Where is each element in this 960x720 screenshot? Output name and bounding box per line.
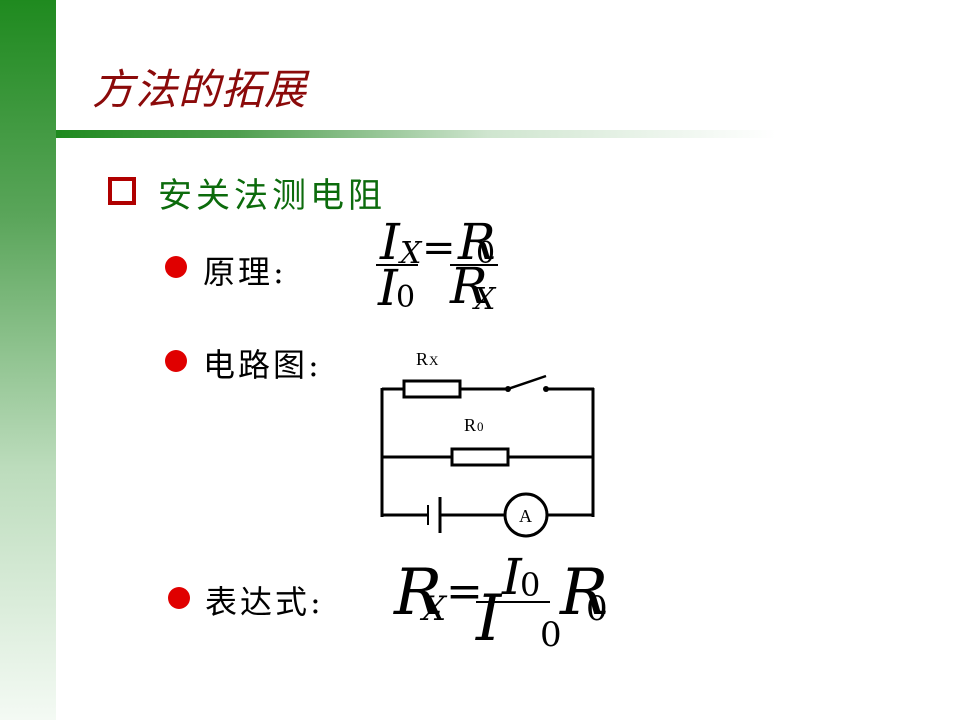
circuit-diagram: R X R 0 A [380, 349, 595, 538]
side-decoration-bar [0, 0, 56, 720]
formula-num-right-sub: 0 [476, 236, 495, 271]
bullet-dot-icon [165, 350, 187, 372]
expr-den-sub: 0 [540, 615, 562, 655]
formula-den-right-sub: X [472, 282, 497, 317]
rx-label-main: R [416, 349, 428, 369]
square-bullet-icon [108, 177, 136, 205]
section-heading: 安关法测电阻 [158, 176, 386, 216]
r0-label-sub: 0 [477, 419, 484, 434]
principle-formula: I X = R 0 I 0 R X [376, 213, 498, 317]
expr-num-main: I [501, 548, 523, 606]
formula-den-right-main: R [449, 257, 488, 315]
formula-num-right-main: R [457, 213, 496, 271]
resistor-r0 [450, 447, 510, 467]
formula-den-left-main: I [377, 259, 399, 317]
switch-blade [507, 374, 547, 391]
title-divider [56, 130, 776, 138]
expr-lhs-sub: X [419, 589, 448, 629]
expr-den-main: I [475, 582, 503, 656]
expr-lhs-main: R [393, 556, 442, 630]
item-label-expression: 表达式: [205, 583, 324, 621]
bullet-dot-icon [168, 587, 190, 609]
expr-equals: = [446, 566, 483, 617]
formula-equals: = [422, 225, 456, 271]
item-label-circuit: 电路图: [203, 346, 322, 384]
rx-label-sub: X [429, 353, 439, 368]
bullet-dot-icon [165, 256, 187, 278]
item-label-principle: 原理: [203, 253, 287, 291]
ammeter-label: A [519, 506, 532, 526]
formula-den-left-sub: 0 [396, 280, 415, 315]
formula-num-left-main: I [379, 213, 401, 271]
expr-num-sub: 0 [520, 566, 540, 604]
expression-formula: R X = I 0 I 0 R 0 [393, 548, 608, 656]
expr-rhs-sub: 0 [586, 589, 608, 629]
slide-title: 方法的拓展 [92, 65, 308, 114]
expr-rhs-main: R [559, 556, 608, 630]
resistor-rx [402, 379, 462, 399]
r0-label-main: R [464, 415, 476, 435]
